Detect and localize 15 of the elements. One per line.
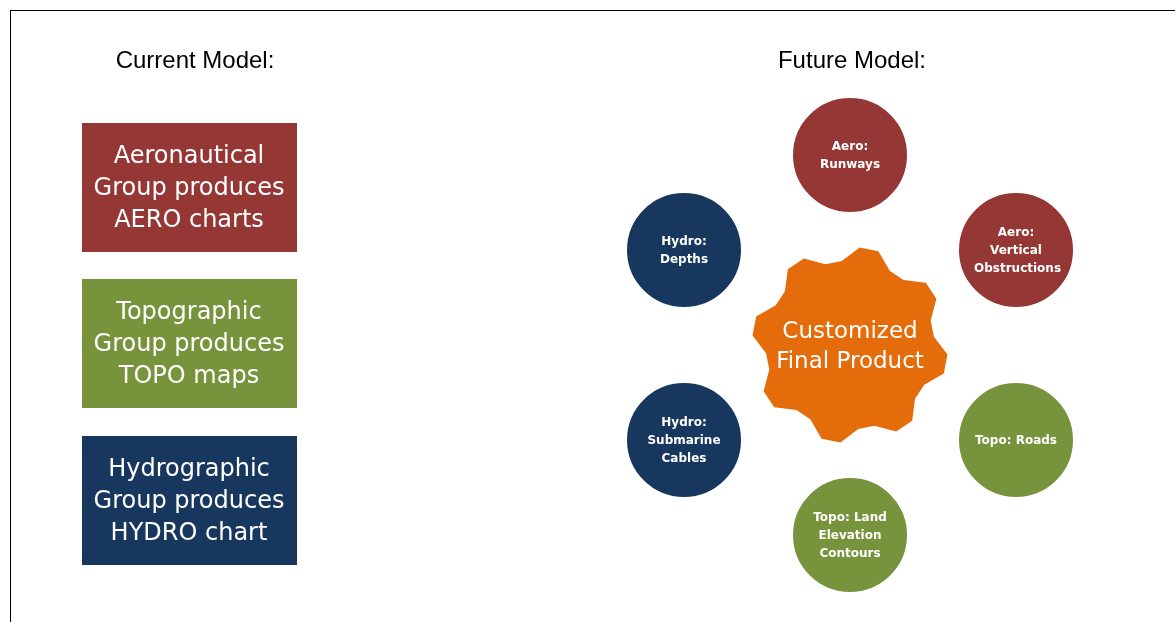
process-box [81,435,297,565]
process-box [81,122,297,252]
process-box [81,278,297,408]
node-label: Hydrographic Group produces HYDRO chart [92,453,286,548]
node-label: Hydro: Submarine Cables [646,414,722,467]
node-label: Customized Final Product [775,316,925,375]
node-label: Aero: Runways [818,138,882,173]
node-label: Aeronautical Group produces AERO charts [92,140,286,235]
gear-shape [750,245,950,445]
section-heading: Future Model: [777,46,927,74]
node-label: Hydro: Depths [658,233,710,268]
node-label: Topo: Land Elevation Contours [812,509,888,562]
node-label: Topographic Group produces TOPO maps [92,296,286,391]
section-heading: Current Model: [115,46,275,74]
node-label: Topo: Roads [974,432,1058,449]
